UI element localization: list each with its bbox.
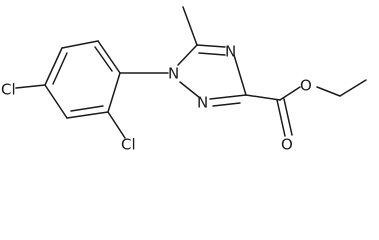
triazole-ring (177, 44, 247, 107)
bond-o-ch2 (316, 86, 341, 97)
bond-c4-cl-para (15, 84, 46, 89)
atom-label-n1: N (168, 65, 179, 83)
bond-ring-c2-c3 (61, 40, 99, 49)
bond-c5-n4-double (198, 52, 226, 56)
bond-n2-n1 (179, 81, 201, 99)
atom-label-cl-ortho: Cl (121, 136, 136, 154)
bond-c3-n2 (209, 94, 247, 100)
bond-carbonyl-o-ester (279, 86, 301, 101)
bond-ring-inner-c1-c2 (94, 46, 113, 72)
chemical-structure-diagram: N N N O O Cl Cl (1, 6, 367, 154)
bond-ring-c3-c4 (44, 47, 63, 86)
atom-label-o-ester: O (300, 77, 312, 95)
bond-ring-c6-c1 (107, 72, 121, 113)
bond-ring-inner-c5-c6 (70, 105, 104, 112)
bond-carbonyl-o-double-2 (283, 98, 293, 136)
atom-labels: N N N O O Cl Cl (1, 43, 312, 154)
dichlorophenyl-ring (44, 40, 121, 119)
bond-ch2-ch3 (339, 79, 367, 97)
bond-c6-cl-ortho (107, 111, 126, 139)
bond-c5-n4 (196, 44, 226, 48)
bond-ring-c4-c5 (44, 84, 68, 119)
atom-label-o-carbonyl: O (281, 136, 293, 154)
bond-ring-c1-c2 (97, 40, 121, 74)
bond-carbonyl-o-double-1 (276, 99, 286, 137)
bond-c3-carbonyl (245, 94, 281, 101)
bond-c3-n2-double (212, 102, 241, 107)
atom-label-cl-para: Cl (1, 81, 16, 99)
bond-ring-c5-c6 (66, 111, 109, 119)
bond-c5-methyl (182, 6, 198, 46)
bond-ring-inner-c3-c4 (52, 52, 68, 85)
bond-n4-c3 (233, 54, 247, 96)
bond-n1-c5 (177, 44, 198, 66)
atom-label-n2: N (197, 94, 208, 112)
ethyl-ester-group (245, 79, 367, 137)
atom-label-n4: N (225, 43, 236, 61)
